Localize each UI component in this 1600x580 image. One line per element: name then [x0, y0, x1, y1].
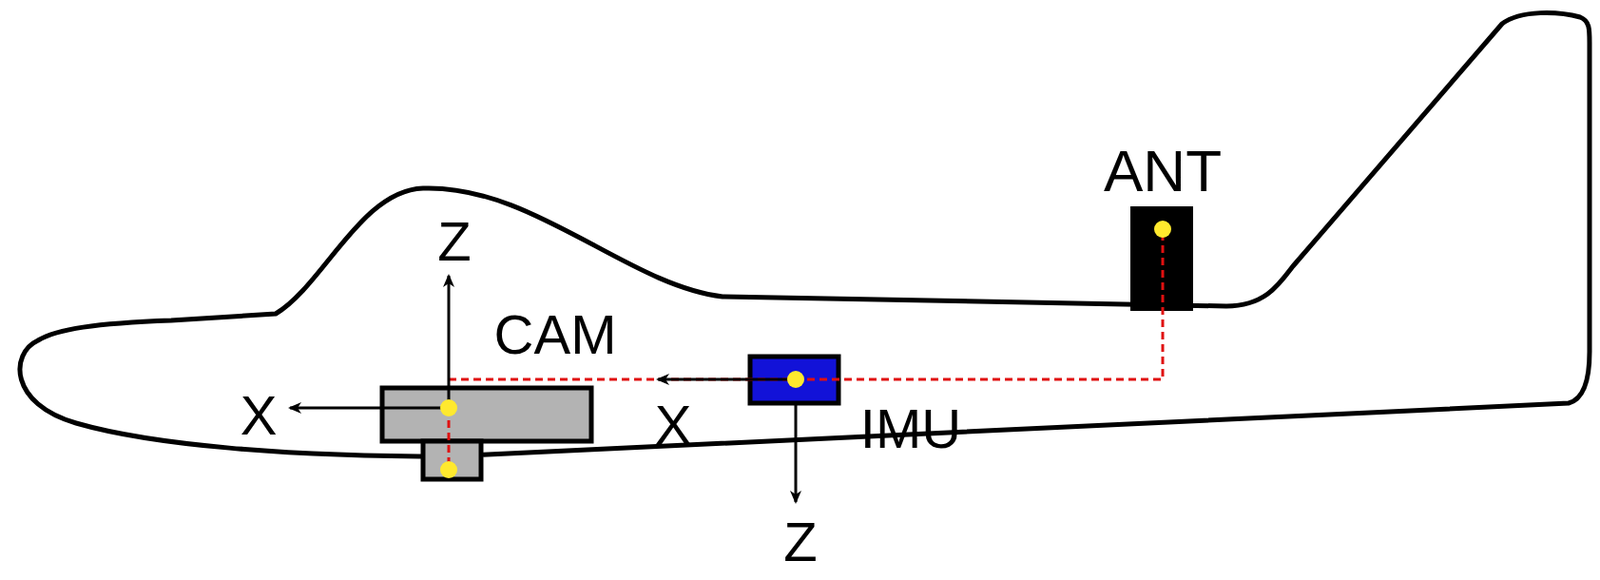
reference-point [787, 370, 805, 388]
camera-mount [423, 441, 482, 480]
reference-point [440, 399, 458, 417]
reference-point [440, 461, 458, 479]
axis-label: X [240, 387, 278, 444]
imu-z-axis [794, 403, 798, 502]
reference-point [1154, 220, 1172, 238]
axis-label: X [655, 397, 693, 453]
imu-x-axis [657, 378, 796, 382]
camera-body [382, 387, 592, 442]
axis-label: Z [437, 213, 471, 270]
sensor-label: CAM [494, 307, 617, 363]
axis-label: Z [783, 514, 817, 570]
sensor-label: ANT [1103, 141, 1222, 201]
lever-arm-line [447, 407, 451, 470]
fuselage-outline [19, 13, 1590, 457]
cam-x-axis [289, 406, 449, 410]
lever-arm-line [448, 229, 1163, 380]
cam-z-axis [447, 275, 451, 408]
sensor-label: IMU [860, 401, 962, 457]
